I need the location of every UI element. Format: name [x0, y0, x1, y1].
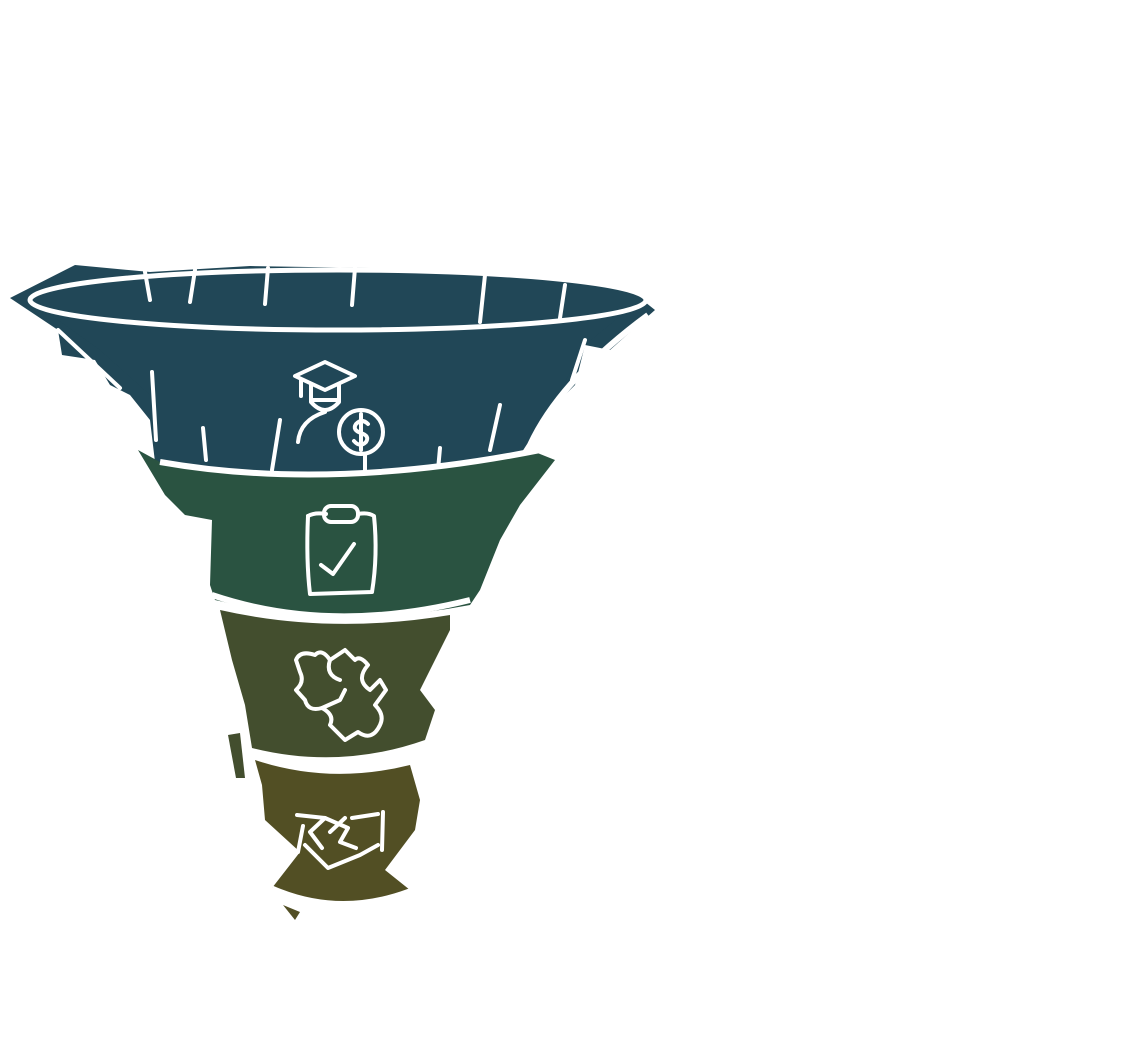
stage-4-bottom-edge: [270, 885, 413, 906]
stage-4-shard-left: [283, 905, 300, 920]
stage-4-body: [255, 760, 420, 903]
graduate-with-dollar-coin-icon: [293, 360, 385, 474]
stage-3-body: [220, 610, 450, 758]
clipboard-checkmark-icon: [305, 504, 378, 596]
stage-3-lower-edge: [247, 745, 431, 766]
funnel-stage-2: [138, 447, 555, 620]
funnel-stage-4: [255, 760, 420, 920]
funnel-rim: [27, 267, 649, 333]
stage-2-body: [138, 450, 555, 617]
stage-3-shard: [228, 733, 245, 778]
stage-2-lower-edge: [211, 592, 471, 620]
puzzle-pieces-icon: [294, 648, 388, 742]
stage-1-brush-marks: [56, 266, 587, 472]
stage-2-upper-edge: [159, 447, 541, 478]
stage-1-body: [30, 300, 640, 478]
handshake-icon: [295, 810, 385, 870]
funnel-stage-3: [220, 610, 450, 778]
funnel-stage-1: [10, 265, 655, 542]
